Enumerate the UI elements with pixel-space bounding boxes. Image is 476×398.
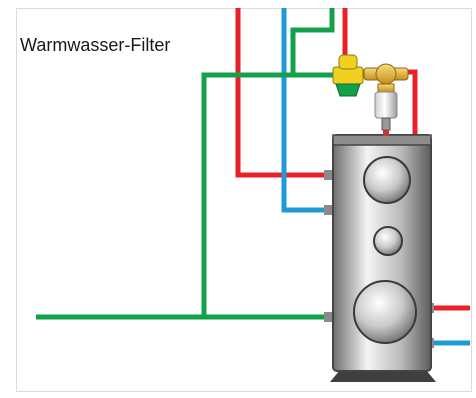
circulation-pipe-left [201, 72, 345, 317]
tank-foot [330, 370, 436, 382]
tank-top-cap [332, 134, 432, 146]
diagram-title: Warmwasser-Filter [20, 35, 171, 55]
tank-nozzle-cold [324, 205, 336, 215]
tank-port-upper [363, 156, 411, 204]
circulation-pipe-upper [290, 8, 345, 78]
tank-port-lower [353, 280, 417, 344]
tank-nozzle-hot [324, 170, 336, 180]
tank-nozzle-circ [324, 312, 336, 322]
hot-return-pipe [235, 8, 330, 178]
mixing-valve-icon [332, 54, 364, 97]
backwash-filter-icon [363, 63, 409, 136]
tank-port-middle [373, 226, 403, 256]
